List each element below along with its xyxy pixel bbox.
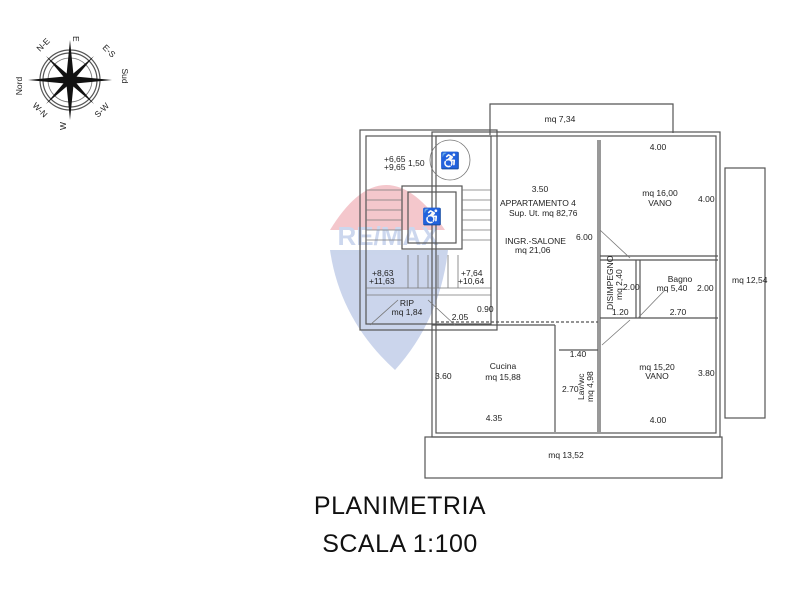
accessibility-icon: ♿ [422,207,442,226]
accessibility-icon: ♿ [440,151,460,170]
svg-text:mq 1,84: mq 1,84 [392,307,423,317]
level-label: +8,63 [372,268,394,278]
svg-text:2.00: 2.00 [623,282,640,292]
svg-text:4.00: 4.00 [698,194,715,204]
svg-text:Sup. Ut. mq 82,76: Sup. Ut. mq 82,76 [509,208,578,218]
svg-text:Cucina: Cucina [490,361,517,371]
svg-text:Nord: Nord [14,77,24,96]
svg-text:3.80: 3.80 [698,368,715,378]
svg-text:S-W: S-W [92,101,111,120]
svg-text:1.20: 1.20 [612,307,629,317]
svg-text:mq 15,20: mq 15,20 [639,362,675,372]
svg-text:2.00: 2.00 [697,283,714,293]
svg-text:1.40: 1.40 [570,349,587,359]
room-labels: mq 7,34 APPARTAMENTO 4 Sup. Ut. mq 82,76… [392,114,768,460]
level-label: +7,64 [461,268,483,278]
svg-text:N-E: N-E [34,36,52,54]
svg-text:2.05: 2.05 [452,312,469,322]
svg-text:4.00: 4.00 [650,415,667,425]
svg-text:0.90: 0.90 [477,304,494,314]
svg-text:DISIMPEGNO: DISIMPEGNO [605,255,615,310]
svg-text:INGR.-SALONE: INGR.-SALONE [505,236,566,246]
svg-text:6.00: 6.00 [576,232,593,242]
svg-text:E-S: E-S [101,42,118,59]
svg-text:mq 2,40: mq 2,40 [614,269,624,300]
svg-text:mq 15,88: mq 15,88 [485,372,521,382]
svg-text:2.70: 2.70 [670,307,687,317]
svg-text:APPARTAMENTO 4: APPARTAMENTO 4 [500,198,576,208]
svg-text:VANO: VANO [645,371,669,381]
svg-text:mq 13,52: mq 13,52 [548,450,584,460]
level-label: +6,65 [384,154,406,164]
level-label: +9,65 [384,162,406,172]
svg-text:VANO: VANO [648,198,672,208]
svg-text:W: W [58,122,68,130]
svg-text:Bagno: Bagno [668,274,693,284]
svg-text:mq 7,34: mq 7,34 [545,114,576,124]
svg-text:Sud: Sud [120,68,130,83]
dimension: 1,50 [408,158,425,168]
level-label: +10,64 [458,276,485,286]
svg-text:mq 12,54: mq 12,54 [732,275,768,285]
svg-text:3.50: 3.50 [532,184,549,194]
svg-text:mq 4,98: mq 4,98 [585,371,595,402]
svg-text:RE/MAX: RE/MAX [337,221,439,251]
svg-text:RIP: RIP [400,298,415,308]
svg-text:4.35: 4.35 [486,413,503,423]
svg-text:2.70: 2.70 [562,384,579,394]
plan-title: PLANIMETRIA [313,492,487,520]
svg-text:E: E [71,36,81,42]
svg-text:3.60: 3.60 [435,371,452,381]
compass-rose-icon: Nord Sud E W N-E E-S S-W W-N [14,36,130,130]
level-label: +11,63 [369,276,395,286]
svg-text:mq 16,00: mq 16,00 [642,188,678,198]
plan-scale: SCALA 1:100 [322,530,478,558]
svg-text:mq 21,06: mq 21,06 [515,245,551,255]
svg-text:4.00: 4.00 [650,142,667,152]
svg-text:Lav/wc: Lav/wc [576,373,586,400]
walls [359,103,766,479]
svg-text:mq 5,40: mq 5,40 [657,283,688,293]
